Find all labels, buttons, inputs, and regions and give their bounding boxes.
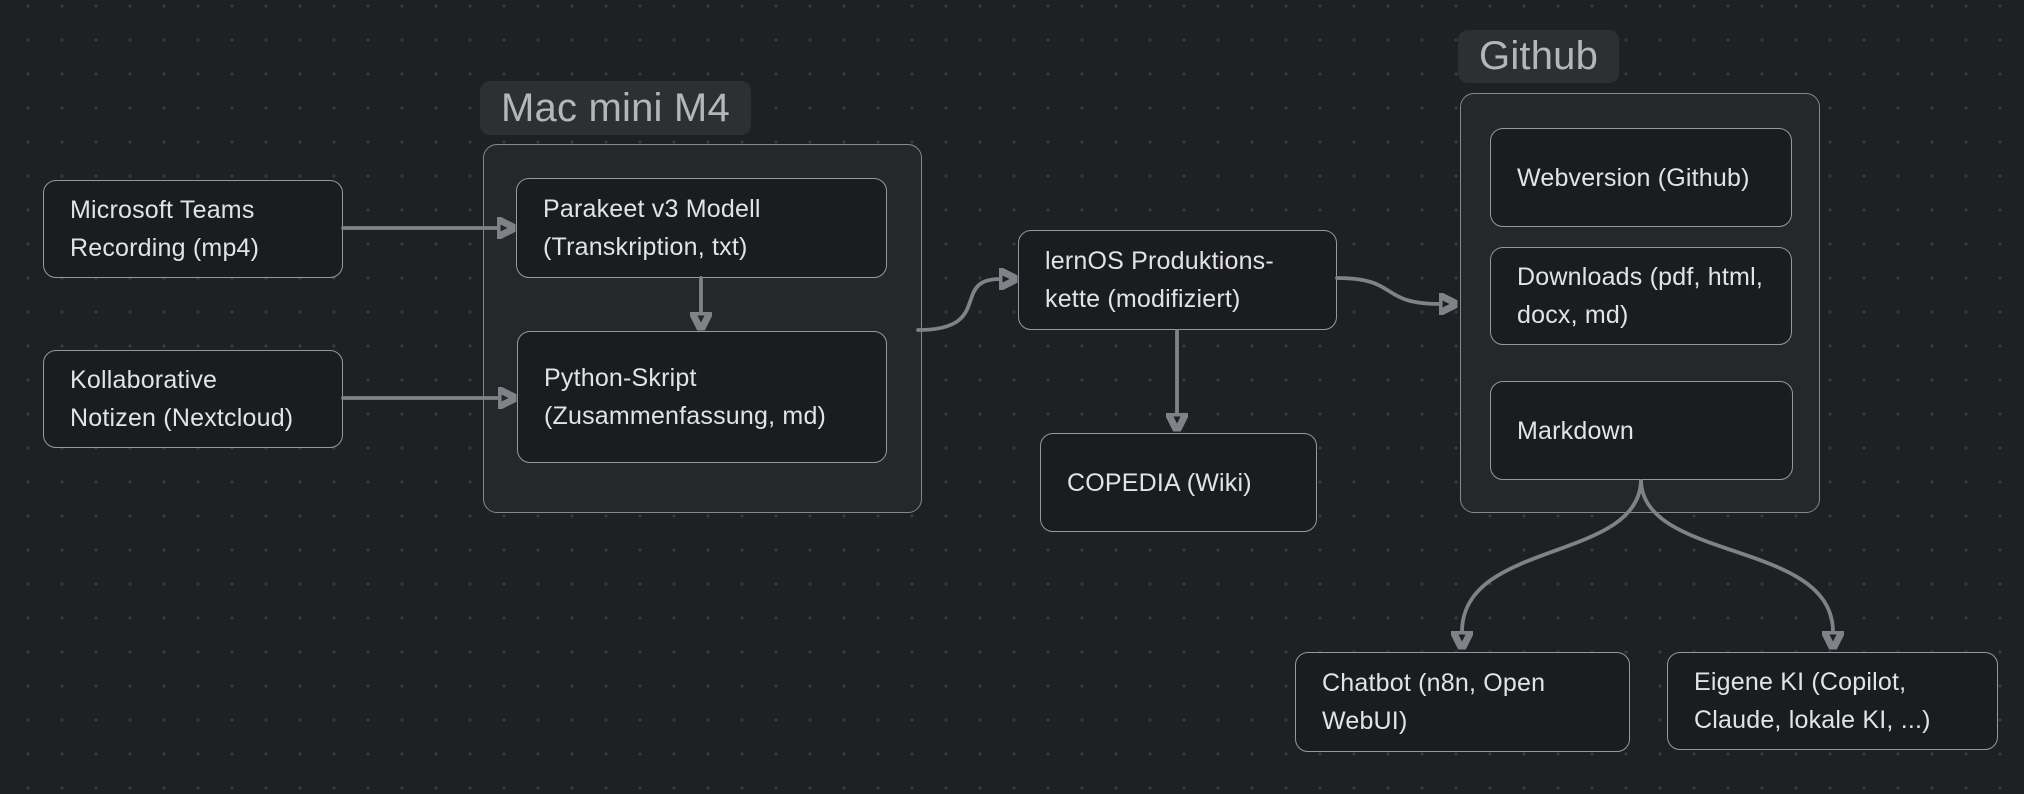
node-label: lernOS Produktions- kette (modifiziert) <box>1045 247 1274 313</box>
node-eigene-ki[interactable]: Eigene KI (Copilot, Claude, lokale KI, .… <box>1667 652 1998 750</box>
node-label: Python-Skript (Zusammenfassung, md) <box>544 364 827 430</box>
node-markdown[interactable]: Markdown <box>1490 381 1793 480</box>
node-label: COPEDIA (Wiki) <box>1067 468 1252 497</box>
node-label: Webversion (Github) <box>1517 163 1750 192</box>
group-label-mac-mini[interactable]: Mac mini M4 <box>480 81 751 135</box>
edge-lernos-to-github[interactable] <box>1335 276 1440 304</box>
node-label: Downloads (pdf, html, docx, md) <box>1517 263 1763 329</box>
node-copedia-wiki[interactable]: COPEDIA (Wiki) <box>1040 433 1317 532</box>
edge-macmini-to-lernos[interactable] <box>916 279 1000 332</box>
node-label: Kollaborative Notizen (Nextcloud) <box>70 366 294 432</box>
node-label: Chatbot (n8n, Open WebUI) <box>1322 669 1546 735</box>
node-microsoft-teams-recording[interactable]: Microsoft Teams Recording (mp4) <box>43 180 343 278</box>
node-python-skript[interactable]: Python-Skript (Zusammenfassung, md) <box>517 331 887 463</box>
node-label: Markdown <box>1517 416 1634 445</box>
node-downloads[interactable]: Downloads (pdf, html, docx, md) <box>1490 247 1792 345</box>
group-label-text: Mac mini M4 <box>501 85 730 130</box>
node-chatbot[interactable]: Chatbot (n8n, Open WebUI) <box>1295 652 1630 752</box>
node-label: Eigene KI (Copilot, Claude, lokale KI, .… <box>1694 668 1931 734</box>
node-label: Microsoft Teams Recording (mp4) <box>70 196 260 262</box>
node-lernos-produktionskette[interactable]: lernOS Produktions- kette (modifiziert) <box>1018 230 1337 330</box>
node-label: Parakeet v3 Modell (Transkription, txt) <box>543 195 761 261</box>
node-kollaborative-notizen[interactable]: Kollaborative Notizen (Nextcloud) <box>43 350 343 448</box>
node-webversion-github[interactable]: Webversion (Github) <box>1490 128 1792 227</box>
group-label-text: Github <box>1479 34 1599 78</box>
node-parakeet-v3-modell[interactable]: Parakeet v3 Modell (Transkription, txt) <box>516 178 887 278</box>
group-label-github[interactable]: Github <box>1458 30 1620 83</box>
